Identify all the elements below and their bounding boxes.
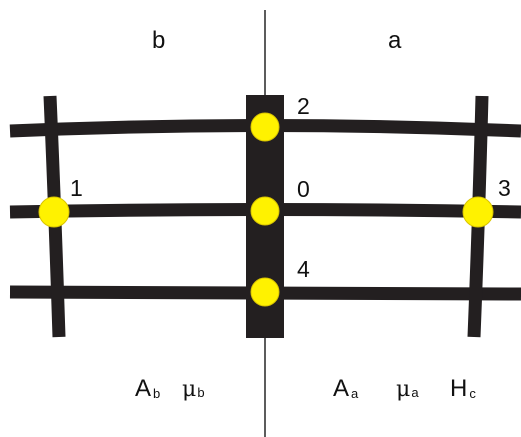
symbol-H-c-sub: c (469, 386, 476, 401)
nodes (38, 112, 494, 307)
symbol-mu-b: μb (182, 377, 205, 402)
symbol-mu-a-sub: a (411, 385, 419, 400)
region-label-right: a (388, 27, 402, 54)
symbol-H-c-base: H (450, 375, 467, 402)
node-4[interactable] (250, 277, 280, 307)
node-3[interactable] (462, 196, 494, 228)
node-1[interactable] (38, 196, 70, 228)
node-0[interactable] (250, 196, 280, 226)
symbol-A-a-sub: a (351, 386, 359, 401)
symbol-mu-b-sub: b (197, 385, 204, 400)
node-label-3: 3 (498, 175, 511, 201)
node-2[interactable] (250, 112, 280, 142)
symbol-mu-b-base: μ (182, 377, 196, 402)
symbol-mu-a: μa (396, 377, 419, 402)
node-label-0: 0 (297, 176, 310, 202)
symbol-A-b-base: A (135, 375, 151, 402)
node-label-4: 4 (297, 256, 310, 282)
node-label-2: 2 (297, 93, 310, 119)
region-label-left: b (152, 27, 165, 54)
node-label-1: 1 (70, 175, 83, 201)
symbol-mu-a-base: μ (396, 377, 410, 402)
symbol-A-a-base: A (333, 375, 349, 402)
symbol-A-b-sub: b (153, 386, 160, 401)
